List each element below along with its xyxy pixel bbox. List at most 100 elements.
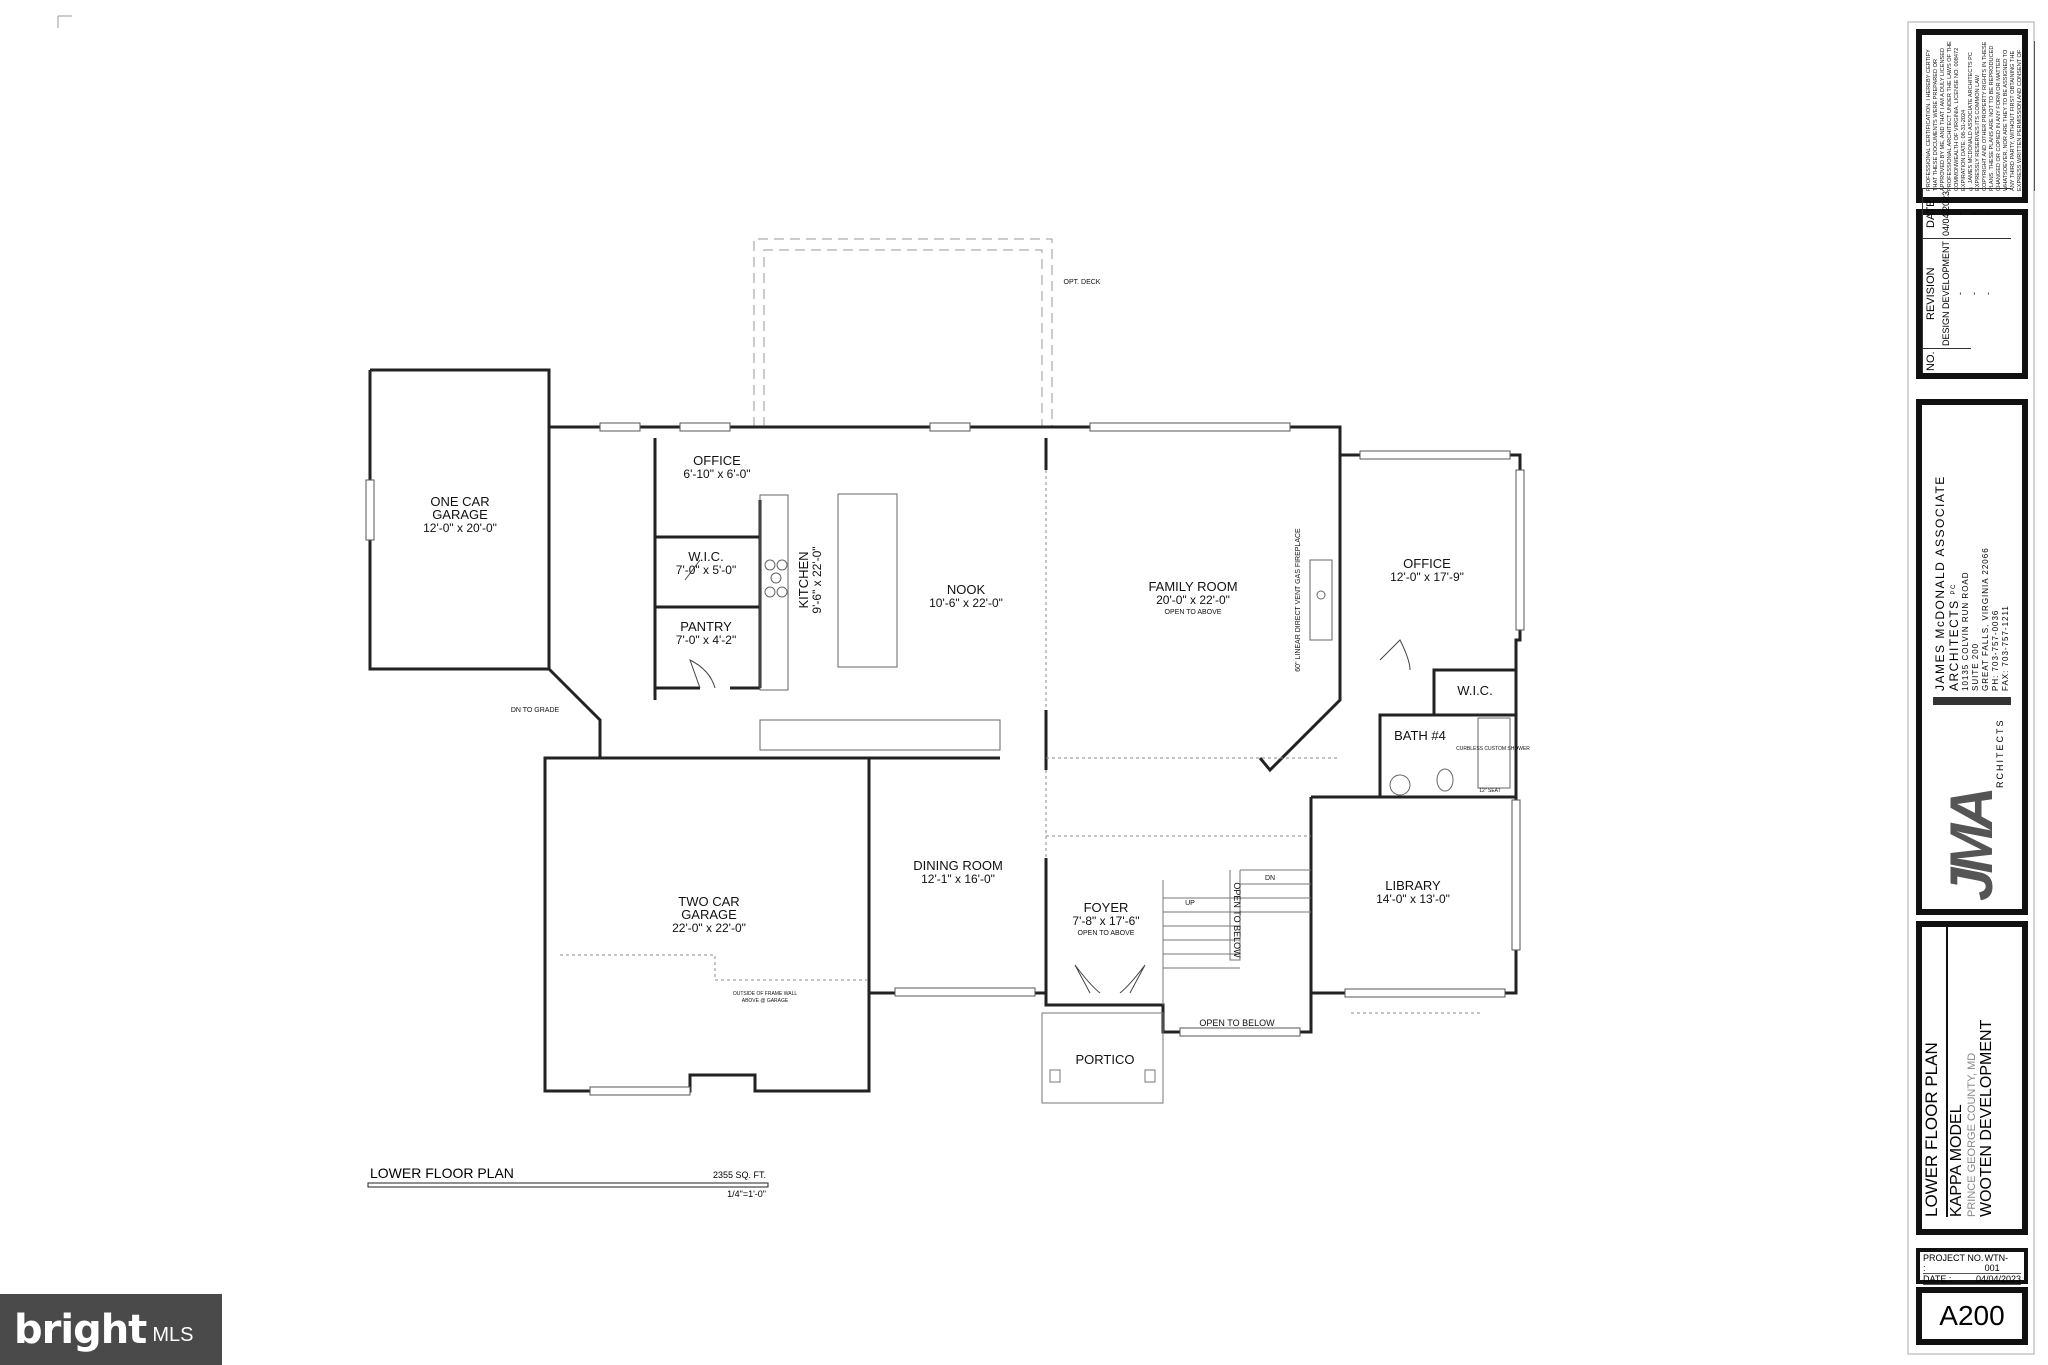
sheet-title: LOWER FLOOR PLAN xyxy=(1922,927,1948,1217)
firm-fax: FAX: 703-757-1211 xyxy=(2001,605,2010,691)
revision-cell xyxy=(2007,238,2011,349)
firm-address-1: 10135 COLVIN RUN ROAD xyxy=(1961,571,1970,691)
revision-cell: - xyxy=(1981,238,1995,349)
room-label: GARAGE xyxy=(681,907,737,922)
firm-logo: JMA xyxy=(1938,792,2005,901)
revision-cell: - xyxy=(1953,188,1967,239)
room-label: DINING ROOM xyxy=(913,858,1003,873)
fireplace-note: 60" LINEAR DIRECT VENT GAS FIREPLACE xyxy=(1295,528,1302,672)
firm-address-3: GREAT FALLS, VIRGINIA 22066 xyxy=(1981,547,1990,691)
shower-note: CURBLESS CUSTOM SHOWER xyxy=(1456,746,1530,752)
kitchen-island xyxy=(837,493,898,668)
room-dimension: 10'-6" x 22'-0" xyxy=(929,596,1003,610)
room-label: TWO CAR xyxy=(678,894,739,909)
plan-title: LOWER FLOOR PLAN xyxy=(370,1165,514,1181)
certification-text: PROFESSIONAL CERTIFICATION. I HEREBY CER… xyxy=(1926,41,1967,191)
firm-name-2: ARCHITECTS xyxy=(1947,599,1961,691)
dashed-openings xyxy=(560,470,1480,1014)
revision-cell: - xyxy=(1953,238,1967,349)
room-label: FOYER xyxy=(1084,900,1129,915)
open-to-below-note: OPEN TO BELOW xyxy=(1232,882,1242,958)
room-dimension: 7'-0" x 4'-2" xyxy=(676,633,736,647)
firm-pc: PC xyxy=(1951,582,1957,595)
room-note: OPEN TO ABOVE xyxy=(1078,930,1135,937)
revision-header: DATE xyxy=(1923,188,1939,239)
room-label: PORTICO xyxy=(1076,1052,1135,1067)
shower xyxy=(1477,717,1511,789)
dn-to-grade-note: DN TO GRADE xyxy=(511,707,560,714)
room-dimension: 9'-6" x 22'-0" xyxy=(810,546,824,613)
revision-cell: DESIGN DEVELOPMENT xyxy=(1939,238,1953,349)
room-label: OFFICE xyxy=(1403,556,1451,571)
revision-header: REVISION xyxy=(1923,238,1939,349)
watermark-brand: bright xyxy=(14,1306,147,1353)
project-no-label: PROJECT NO. : xyxy=(1923,1253,1984,1273)
garage-note: OUTSIDE OF FRAME WALL xyxy=(733,991,797,997)
fireplace xyxy=(1309,559,1333,641)
room-label: PANTRY xyxy=(680,619,732,634)
firm-logo-block: JMA RCHITECTS JAMES McDONALD ASSOCIATE A… xyxy=(1916,399,2028,915)
bright-mls-watermark: bright MLS xyxy=(0,1294,222,1365)
project-date: 04/04/2023 xyxy=(1975,1274,2021,1284)
room-dimension: 20'-0" x 22'-0" xyxy=(1156,593,1230,607)
room-label: GARAGE xyxy=(432,507,488,522)
project-info: PROJECT NO. :WTN-001 DATE : 04/04/2023 xyxy=(1916,1248,2028,1285)
firm-address-2: SUITE 200 xyxy=(1971,642,1980,691)
room-label: BATH #4 xyxy=(1394,728,1446,743)
deck-note: OPT. DECK xyxy=(1064,279,1101,286)
bench-note: 12" SEAT xyxy=(1479,788,1500,794)
room-dimension: 22'-0" x 22'-0" xyxy=(672,921,746,935)
stair-up-note: UP xyxy=(1185,900,1195,907)
room-dimension: 12'-0" x 17'-9" xyxy=(1390,570,1464,584)
stair-down-note: DN xyxy=(1265,875,1275,882)
room-dimension: 6'-10" x 6'-0" xyxy=(683,467,750,481)
firm-name: JAMES McDONALD ASSOCIATE xyxy=(1933,475,1947,691)
room-dimension: 12'-0" x 20'-0" xyxy=(423,521,497,535)
room-label: KITCHEN xyxy=(796,551,811,608)
certification-block: PROFESSIONAL CERTIFICATION. I HEREBY CER… xyxy=(1916,29,2035,203)
room-label: W.I.C. xyxy=(688,549,723,564)
firm-phone: PH: 703-757-0036 xyxy=(1991,609,2000,691)
plan-scale: 1/4"=1'-0" xyxy=(727,1189,766,1199)
doors xyxy=(684,559,1411,994)
revision-cell: - xyxy=(1967,238,1981,349)
optional-deck-outline xyxy=(753,238,1053,427)
sheet-number: A200 xyxy=(1916,1287,2028,1345)
date-label: DATE : xyxy=(1923,1274,1952,1284)
revision-header: NO. xyxy=(1923,348,1939,373)
room-note: OPEN TO ABOVE xyxy=(1165,609,1222,616)
watermark-suffix: MLS xyxy=(152,1324,194,1346)
development-name: WOOTEN DEVELOPMENT xyxy=(1978,1019,1995,1217)
room-dimension: 7'-8" x 17'-6" xyxy=(1072,914,1139,928)
revision-cell: - xyxy=(1967,188,1981,239)
firm-logo-suffix: RCHITECTS xyxy=(1995,718,2005,789)
room-dimension: 12'-1" x 16'-0" xyxy=(921,872,995,886)
project-no: WTN-001 xyxy=(1984,1253,2009,1273)
revision-cell: - xyxy=(1981,188,1995,239)
walls xyxy=(368,368,1522,1093)
revision-cell xyxy=(2007,188,2011,239)
room-label: LIBRARY xyxy=(1385,878,1441,893)
revision-cell: 04/04/2023 xyxy=(1939,188,1953,239)
sheet-title-block: LOWER FLOOR PLAN KAPPA MODEL PRINCE GEOR… xyxy=(1916,921,2028,1235)
county: PRINCE GEORGE COUNTY, MD xyxy=(1966,1052,1978,1217)
room-label: ONE CAR xyxy=(430,494,489,509)
room-label: OFFICE xyxy=(693,453,741,468)
garage-note: ABOVE @ GARAGE xyxy=(742,998,789,1004)
room-label: W.I.C. xyxy=(1457,683,1492,698)
room-label: FAMILY ROOM xyxy=(1148,579,1237,594)
staircase xyxy=(1162,869,1311,1005)
revision-column: NO. xyxy=(1922,348,1971,373)
kitchen-fixtures xyxy=(759,493,1511,796)
room-label: NOOK xyxy=(947,582,986,597)
copyright-text: © JAMES MCDONALD ASSOCIATE ARCHITECTS PC… xyxy=(1968,41,2035,191)
room-dimension: 7'-0" x 5'-0" xyxy=(676,563,736,577)
model-name: KAPPA MODEL xyxy=(1948,1104,1965,1217)
revision-cell xyxy=(1967,348,1971,373)
windows xyxy=(365,422,1525,1096)
portico-outline xyxy=(1041,1012,1164,1104)
